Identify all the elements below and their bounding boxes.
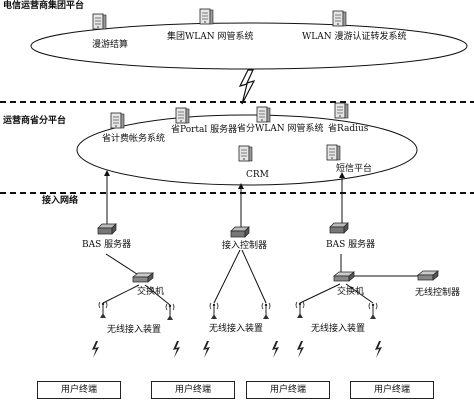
server-icon <box>256 106 271 123</box>
server-icon <box>326 144 341 161</box>
lightning-icon <box>173 341 180 358</box>
section-label-group: 电信运营商集团平台 <box>3 1 85 11</box>
router-icon <box>97 223 117 235</box>
node-crm: CRM <box>246 170 269 180</box>
server-icon <box>199 8 214 25</box>
antenna-icon <box>368 302 378 320</box>
node-switch-left: 交换机 <box>137 287 165 297</box>
section-label-access: 接入网络 <box>42 196 79 206</box>
server-icon <box>334 102 349 119</box>
node-province-wlan-mgmt: 省分WLAN 网管系统 <box>237 124 324 134</box>
server-icon <box>332 10 347 27</box>
user-terminal-1: 用户终端 <box>37 381 121 399</box>
node-sms: 短信平台 <box>336 164 373 174</box>
antenna-icon <box>98 301 108 319</box>
node-portal: 省Portal 服务器 <box>171 125 238 135</box>
node-wireless-controller: 无线控制器 <box>415 288 461 298</box>
lightning-icon <box>238 69 256 105</box>
user-terminal-2: 用户终端 <box>151 381 235 399</box>
server-icon <box>175 107 190 124</box>
router-icon <box>230 226 250 238</box>
group-platform-ellipse <box>30 22 468 70</box>
switch-icon <box>132 272 154 283</box>
node-switch-right: 交换机 <box>337 287 365 297</box>
node-radius: 省Radius <box>328 124 369 134</box>
lightning-icon <box>203 341 210 358</box>
node-ap-mid: 无线接入装置 <box>209 324 264 334</box>
lightning-icon <box>272 341 279 358</box>
server-icon <box>238 145 253 162</box>
node-group-wlan-mgmt: 集团WLAN 网管系统 <box>167 32 254 42</box>
user-terminal-3: 用户终端 <box>246 381 330 399</box>
switch-icon <box>417 270 439 281</box>
server-icon <box>92 13 107 30</box>
node-bas-right: BAS 服务器 <box>326 240 376 250</box>
node-billing: 省计费帐务系统 <box>102 134 166 144</box>
lightning-icon <box>297 341 304 358</box>
lightning-icon <box>375 341 382 358</box>
node-ap-right: 无线接入装置 <box>311 324 366 334</box>
antenna-icon <box>295 301 305 319</box>
province-platform-ellipse <box>76 114 418 186</box>
router-icon <box>329 222 349 234</box>
server-icon <box>110 112 125 129</box>
antenna-icon <box>261 302 271 320</box>
antenna-icon <box>165 303 175 321</box>
user-terminal-4: 用户终端 <box>350 381 434 399</box>
node-access-controller: 接入控制器 <box>222 241 268 251</box>
section-label-province: 运营商省分平台 <box>3 116 67 126</box>
node-roaming-auth: WLAN 漫游认证转发系统 <box>302 32 407 42</box>
node-bas-left: BAS 服务器 <box>82 240 132 250</box>
switch-icon <box>333 271 355 282</box>
node-roaming-settlement: 漫游结算 <box>92 40 129 50</box>
lightning-icon <box>92 341 99 358</box>
antenna-icon <box>209 302 219 320</box>
node-ap-left: 无线接入装置 <box>107 325 162 335</box>
